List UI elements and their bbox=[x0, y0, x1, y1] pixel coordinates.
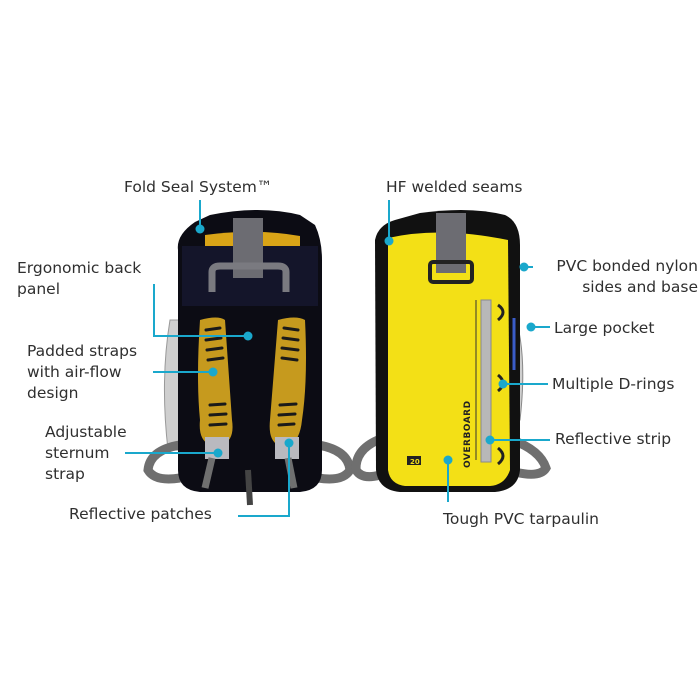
label-adjustable-sternum-strap: Adjustable sternum strap bbox=[45, 422, 127, 485]
label-pvc-bonded-nylon: PVC bonded nylon sides and base bbox=[534, 256, 698, 298]
label-hf-welded-seams: HF welded seams bbox=[386, 178, 523, 196]
backpack-front-view: OVERBOARD 20 bbox=[351, 209, 551, 492]
label-ergonomic-back-panel: Ergonomic back panel bbox=[17, 258, 141, 300]
label-reflective-strip: Reflective strip bbox=[555, 430, 672, 448]
svg-text:20: 20 bbox=[410, 458, 420, 466]
label-line: PVC bonded nylon bbox=[556, 257, 698, 275]
label-fold-seal-system: Fold Seal System™ bbox=[124, 178, 273, 196]
label-multiple-d-rings: Multiple D-rings bbox=[552, 375, 675, 393]
backpack-back-view bbox=[143, 210, 355, 506]
label-large-pocket: Large pocket bbox=[554, 319, 655, 337]
brand-logo: OVERBOARD bbox=[463, 400, 473, 468]
label-line: panel bbox=[17, 280, 61, 298]
label-line: Padded straps bbox=[27, 342, 138, 360]
label-line: design bbox=[27, 384, 79, 402]
label-reflective-patches: Reflective patches bbox=[69, 505, 212, 523]
label-line: sides and base bbox=[582, 278, 698, 296]
callout-lines bbox=[125, 200, 550, 517]
label-line: Ergonomic back bbox=[17, 259, 142, 277]
label-padded-straps: Padded straps with air-flow design bbox=[27, 341, 137, 404]
label-line: with air-flow bbox=[27, 363, 122, 381]
label-line: Adjustable bbox=[45, 423, 127, 441]
callout-dots bbox=[195, 224, 536, 465]
label-line: strap bbox=[45, 465, 85, 483]
label-tough-pvc-tarpaulin: Tough PVC tarpaulin bbox=[443, 510, 599, 528]
label-line: sternum bbox=[45, 444, 110, 462]
